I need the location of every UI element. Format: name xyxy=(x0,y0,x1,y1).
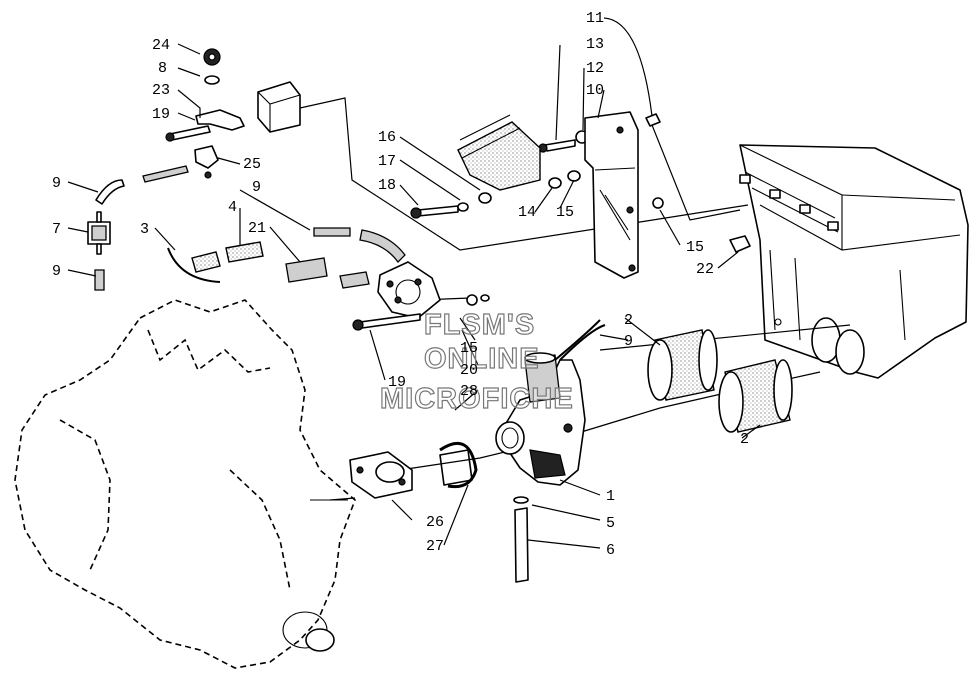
callout-18: 18 xyxy=(378,177,396,194)
callout-26: 26 xyxy=(426,514,444,531)
callout-11: 11 xyxy=(586,10,604,27)
callout-15-top: 15 xyxy=(556,204,574,221)
callout-10: 10 xyxy=(586,82,604,99)
watermark: FLSM'S ONLINE MICROFICHE xyxy=(379,308,574,415)
callout-9-carb: 9 xyxy=(624,333,633,350)
intake-flange xyxy=(349,451,413,499)
callout-15-mid: 15 xyxy=(460,340,478,357)
callout-9-left-bottom: 9 xyxy=(52,263,61,280)
drain-tube xyxy=(513,496,529,583)
callout-24: 24 xyxy=(152,37,170,54)
callout-25: 25 xyxy=(243,156,261,173)
carburetor xyxy=(439,319,606,489)
fuel-filter-group xyxy=(87,179,125,291)
callout-9-left-top: 9 xyxy=(52,175,61,192)
callout-16: 16 xyxy=(378,129,396,146)
callout-28: 28 xyxy=(460,383,478,400)
callout-6: 6 xyxy=(606,542,615,559)
throttle-cable-bracket xyxy=(142,48,301,183)
callout-8: 8 xyxy=(158,60,167,77)
callout-13: 13 xyxy=(586,36,604,53)
callout-9-hose: 9 xyxy=(252,179,261,196)
callout-21: 21 xyxy=(248,220,266,237)
callout-1: 1 xyxy=(606,488,615,505)
callout-15-right: 15 xyxy=(686,239,704,256)
callout-19-mid: 19 xyxy=(388,374,406,391)
callout-23: 23 xyxy=(152,82,170,99)
watermark-line-1: FLSM'S xyxy=(424,309,535,341)
callout-5: 5 xyxy=(606,515,615,532)
callout-labels: 24 8 23 19 25 9 9 4 21 3 7 9 11 13 12 10… xyxy=(52,10,749,559)
callout-17: 17 xyxy=(378,153,396,170)
callout-19-top: 19 xyxy=(152,106,170,123)
callout-14: 14 xyxy=(518,204,536,221)
callout-27: 27 xyxy=(426,538,444,555)
engine-block xyxy=(14,299,356,669)
callout-20: 20 xyxy=(460,362,478,379)
callout-12: 12 xyxy=(586,60,604,77)
throttle-handlebar xyxy=(457,114,541,191)
callout-2-lower: 2 xyxy=(740,431,749,448)
assembly-lines xyxy=(299,97,851,520)
callout-3: 3 xyxy=(140,221,149,238)
springs-clip xyxy=(167,227,406,289)
watermark-line-2: ONLINE xyxy=(424,343,540,375)
callout-22: 22 xyxy=(696,261,714,278)
intake-boots xyxy=(647,329,793,433)
watermark-line-3: MICROFICHE xyxy=(380,383,574,415)
screws xyxy=(352,113,751,331)
fuel-pump xyxy=(377,261,441,319)
callout-leaders xyxy=(67,17,761,549)
callout-7: 7 xyxy=(52,221,61,238)
mounting-plate xyxy=(584,111,639,279)
callout-4: 4 xyxy=(228,199,237,216)
callout-2-upper: 2 xyxy=(624,312,633,329)
airbox xyxy=(739,144,969,379)
